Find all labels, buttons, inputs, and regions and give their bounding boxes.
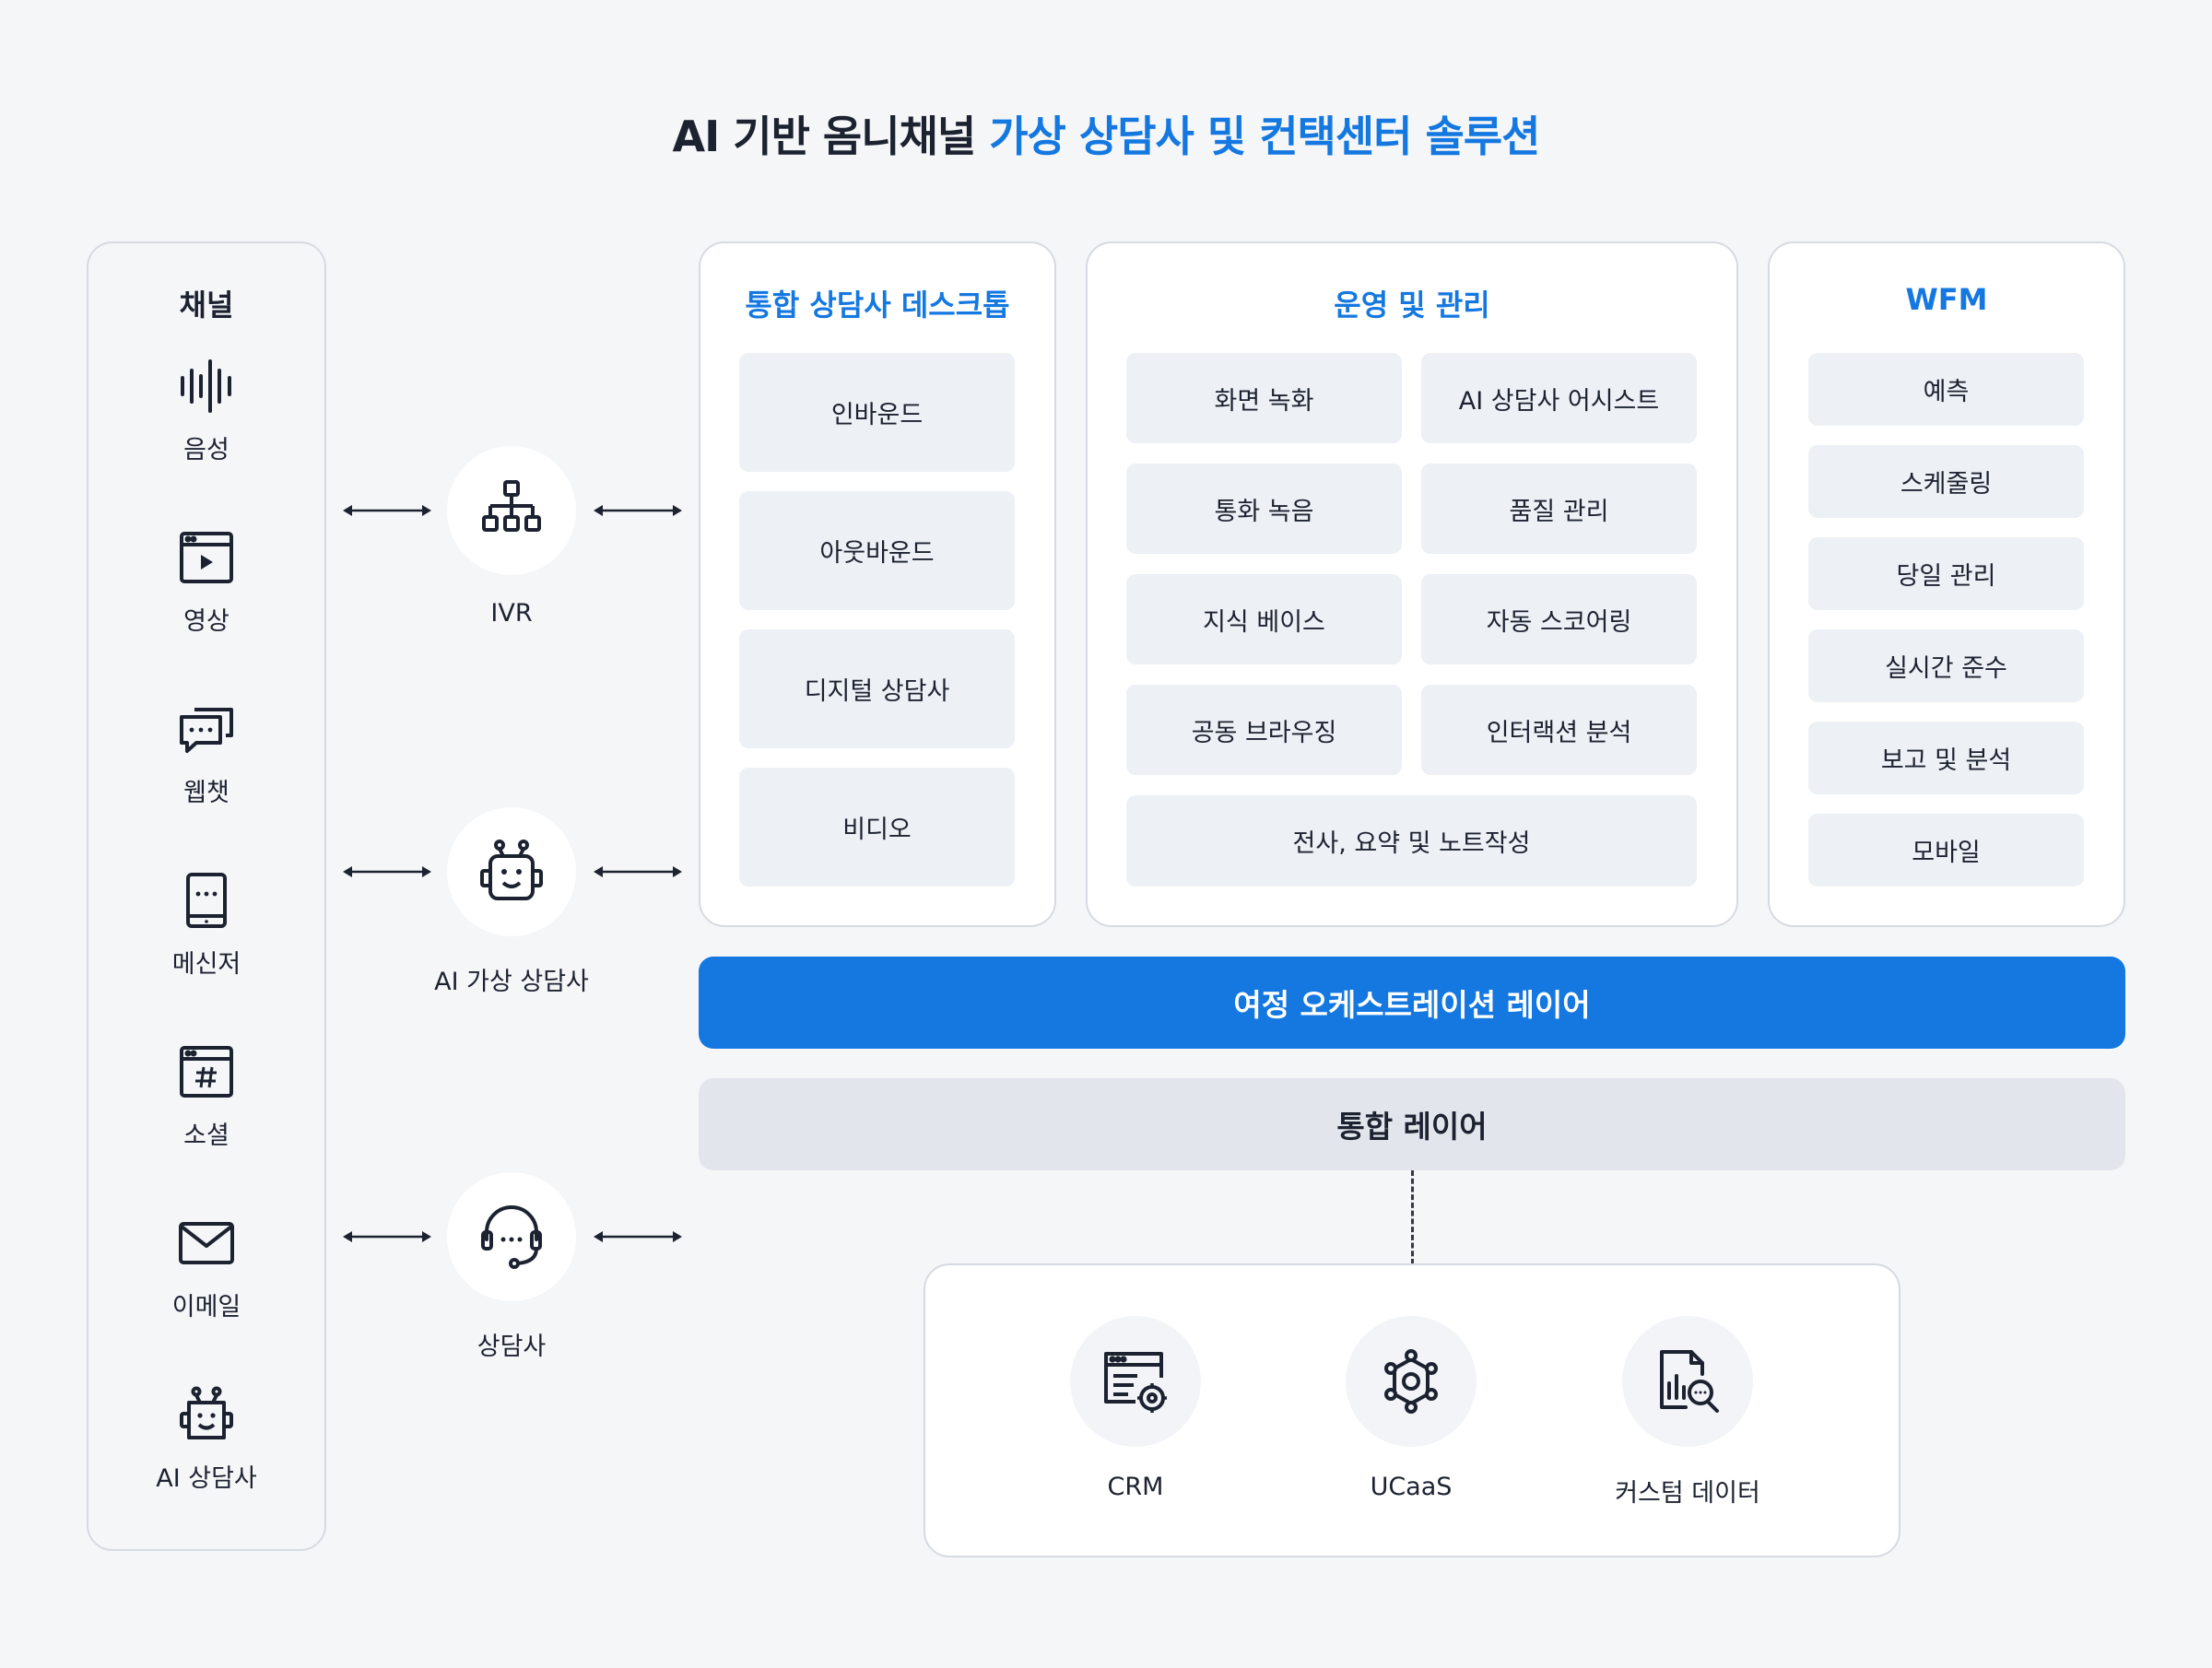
robot-icon [180, 1386, 233, 1439]
page-title: AI 기반 옴니채널 가상 상담사 및 컨택센터 솔루션 [0, 103, 2212, 164]
channels-panel: 채널 음성 영상 웹챗 메신저 [87, 241, 326, 1551]
channel-messenger[interactable]: 메신저 [88, 872, 324, 980]
integration-connector-line [1411, 1170, 1414, 1264]
channel-label: 웹챗 [183, 779, 229, 807]
envelope-icon [179, 1222, 234, 1264]
voice-waveform-icon [181, 359, 231, 413]
ops-item-co-browsing[interactable]: 공동 브라우징 [1126, 685, 1402, 775]
channel-ai-agent[interactable]: AI 상담사 [88, 1386, 324, 1494]
agent-node[interactable] [447, 1172, 576, 1301]
ucaas-network-gear-icon [1384, 1349, 1438, 1414]
arrow-ivr-desktop [594, 505, 682, 516]
ops-item-knowledge-base[interactable]: 지식 베이스 [1126, 574, 1402, 664]
channel-label: 영상 [183, 607, 229, 636]
channel-voice[interactable]: 음성 [88, 358, 324, 465]
arrow-channels-ivr [343, 505, 431, 516]
crm-label: CRM [1107, 1473, 1164, 1501]
wfm-item-scheduling[interactable]: 스케줄링 [1808, 445, 2084, 518]
desktop-item-digital-agent[interactable]: 디지털 상담사 [739, 629, 1015, 748]
custom-data-label: 커스텀 데이터 [1615, 1479, 1760, 1508]
video-player-icon [180, 532, 233, 583]
ops-item-quality-management[interactable]: 품질 관리 [1421, 464, 1697, 554]
agent-label: 상담사 [477, 1333, 547, 1361]
ivr-tree-icon [482, 480, 541, 532]
arrow-channels-agent [343, 1231, 431, 1242]
channel-label: AI 상담사 [156, 1464, 257, 1493]
channel-email[interactable]: 이메일 [88, 1215, 324, 1322]
wfm-item-reporting-analytics[interactable]: 보고 및 분석 [1808, 722, 2084, 794]
arrow-ai-agent-desktop [594, 866, 682, 877]
title-accent: 가상 상담사 및 컨택센터 솔루션 [989, 112, 1540, 161]
channel-social[interactable]: 소셜 [88, 1043, 324, 1151]
ai-virtual-agent-node[interactable] [447, 807, 576, 936]
journey-orchestration-layer[interactable]: 여정 오케스트레이션 레이어 [699, 957, 2125, 1049]
robot-icon [480, 840, 543, 900]
crm-node[interactable] [1070, 1316, 1201, 1447]
crm-window-gear-icon [1104, 1352, 1167, 1413]
integration-layer[interactable]: 통합 레이어 [699, 1078, 2125, 1170]
wfm-item-real-time-adherence[interactable]: 실시간 준수 [1808, 629, 2084, 702]
arrow-agent-desktop [594, 1231, 682, 1242]
ops-item-auto-scoring[interactable]: 자동 스코어링 [1421, 574, 1697, 664]
ops-item-screen-recording[interactable]: 화면 녹화 [1126, 353, 1402, 443]
ucaas-label: UCaaS [1370, 1473, 1453, 1501]
ivr-node[interactable] [447, 446, 576, 575]
headset-icon [481, 1205, 542, 1269]
operations-title: 운영 및 관리 [1334, 288, 1490, 323]
channel-label: 음성 [183, 436, 229, 464]
custom-data-node[interactable] [1622, 1316, 1753, 1447]
ops-item-transcription-summary[interactable]: 전사, 요약 및 노트작성 [1126, 795, 1697, 887]
wfm-title: WFM [1905, 282, 1988, 317]
mobile-messenger-icon [186, 873, 227, 928]
arrow-channels-ai-agent [343, 866, 431, 877]
channel-webchat[interactable]: 웹챗 [88, 700, 324, 808]
desktop-item-inbound[interactable]: 인바운드 [739, 353, 1015, 472]
agent-desktop-title: 통합 상담사 데스크톱 [745, 288, 1010, 323]
desktop-item-video[interactable]: 비디오 [739, 768, 1015, 887]
wfm-item-intraday-management[interactable]: 당일 관리 [1808, 537, 2084, 610]
ivr-label: IVR [490, 599, 533, 628]
document-search-icon [1660, 1350, 1719, 1413]
ops-item-call-recording[interactable]: 통화 녹음 [1126, 464, 1402, 554]
channels-title: 채널 [179, 288, 234, 323]
channel-video[interactable]: 영상 [88, 529, 324, 637]
channel-label: 메신저 [171, 950, 241, 979]
ops-item-ai-agent-assist[interactable]: AI 상담사 어시스트 [1421, 353, 1697, 443]
ucaas-node[interactable] [1346, 1316, 1477, 1447]
chat-bubbles-icon [180, 708, 233, 753]
social-hashtag-icon [180, 1046, 233, 1098]
desktop-item-outbound[interactable]: 아웃바운드 [739, 491, 1015, 610]
ops-item-interaction-analytics[interactable]: 인터랙션 분석 [1421, 685, 1697, 775]
wfm-item-mobile[interactable]: 모바일 [1808, 814, 2084, 887]
channel-label: 소셜 [183, 1122, 229, 1150]
title-main: AI 기반 옴니채널 [672, 112, 977, 161]
ai-virtual-agent-label: AI 가상 상담사 [434, 968, 589, 996]
channel-label: 이메일 [171, 1293, 241, 1321]
wfm-item-forecasting[interactable]: 예측 [1808, 353, 2084, 426]
